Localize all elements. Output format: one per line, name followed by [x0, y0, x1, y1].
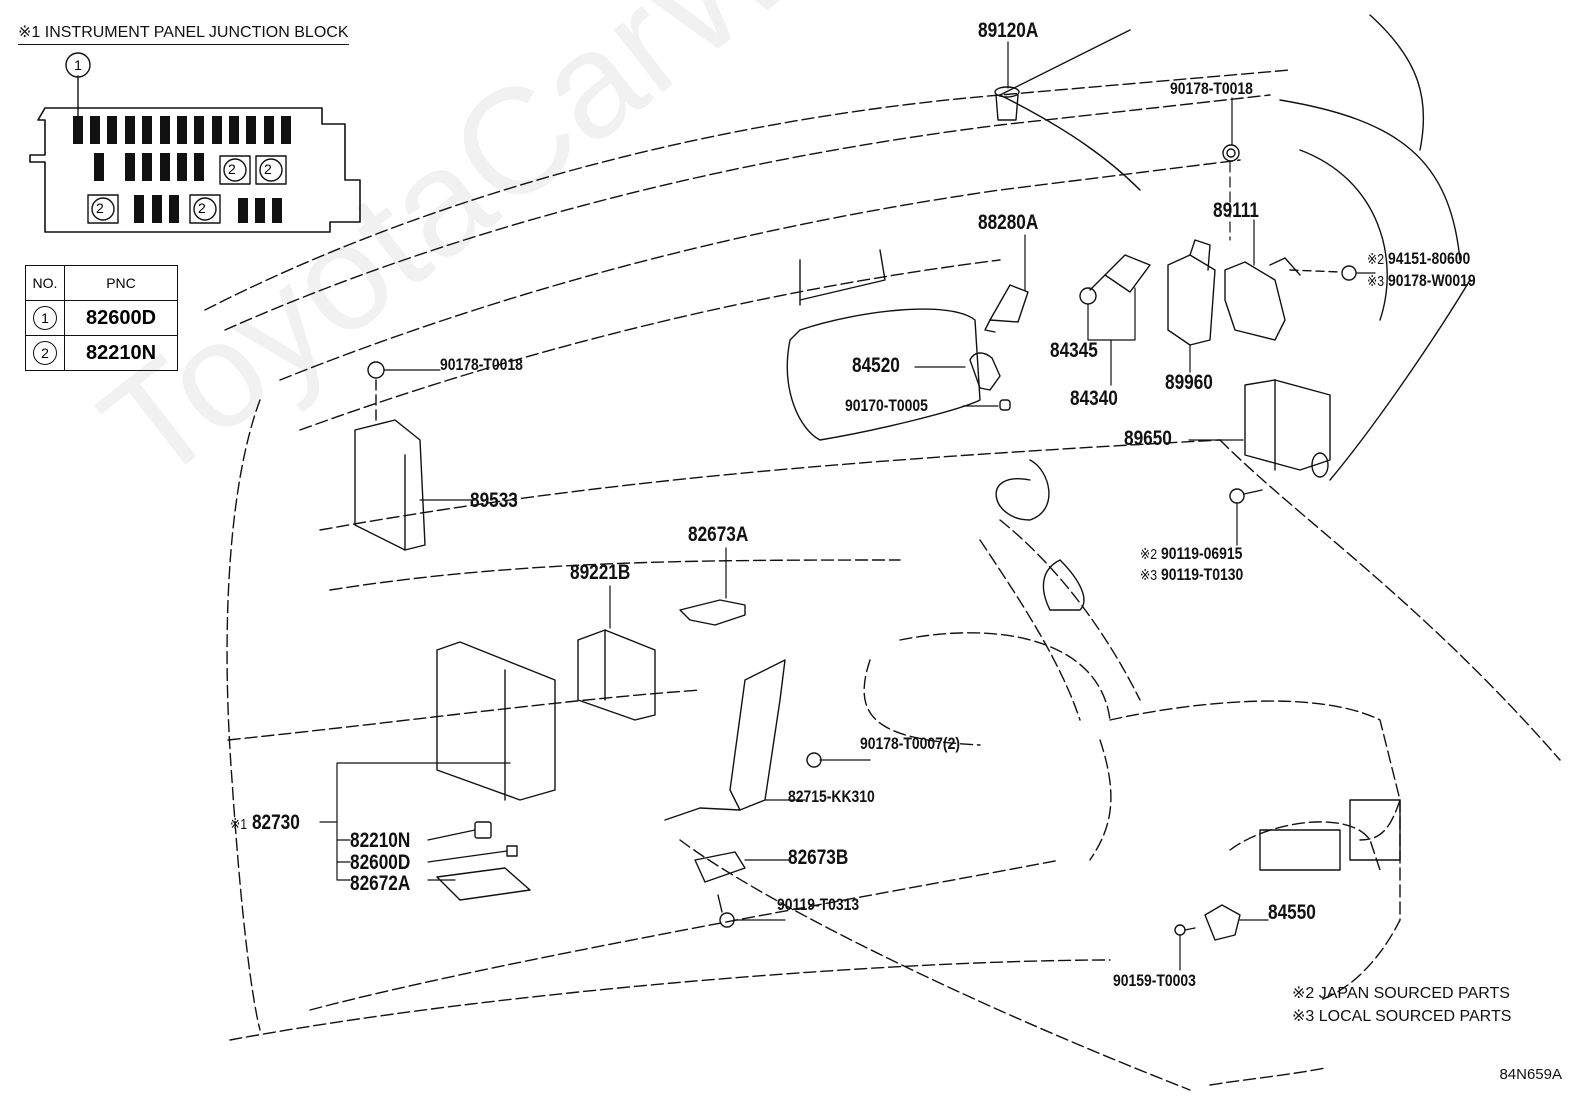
- row-pnc: 82210N: [64, 335, 178, 371]
- header-pnc: PNC: [64, 265, 178, 301]
- fuse-marker: 2: [96, 200, 104, 216]
- part-89960-module: [1167, 239, 1216, 346]
- part-89111-receiver: [1224, 257, 1301, 341]
- label-82673B[interactable]: 82673B: [788, 846, 849, 869]
- part-82673B-bracket: [694, 851, 746, 883]
- part-82715-KK310-pillar: [664, 659, 786, 821]
- label-90119-T0313[interactable]: 90119-T0313: [777, 895, 860, 914]
- part-88280A-switch: [984, 284, 1029, 333]
- label-84340[interactable]: 84340: [1070, 387, 1118, 410]
- part-82672A-cover: [436, 867, 531, 901]
- label-89120A[interactable]: 89120A: [978, 19, 1039, 42]
- note-mark-1: ※1: [230, 816, 248, 833]
- label-90178-T0018-left[interactable]: 90178-T0018: [440, 355, 523, 374]
- pnc-table-row: 1 82600D: [25, 300, 178, 336]
- note-mark-2: ※2: [1140, 546, 1158, 563]
- row-number: 2: [33, 341, 57, 365]
- note-mark-3: ※3: [1367, 273, 1385, 290]
- row-number: 1: [33, 306, 57, 330]
- label-84345[interactable]: 84345: [1050, 339, 1098, 362]
- label-82600D[interactable]: 82600D: [350, 851, 411, 874]
- label-89650[interactable]: 89650: [1124, 427, 1172, 450]
- label-82210N[interactable]: 82210N: [350, 829, 411, 852]
- note-mark-3: ※3: [1140, 567, 1158, 584]
- label-89221B[interactable]: 89221B: [570, 561, 631, 584]
- part-82730-junction-block: [436, 641, 556, 801]
- note-local-sourced: ※3 LOCAL SOURCED PARTS: [1292, 1008, 1512, 1025]
- label-90178-T0007[interactable]: 90178-T0007(2): [860, 734, 960, 753]
- part-84340-sensor: [1089, 254, 1151, 293]
- fuse-marker: 2: [228, 161, 236, 177]
- junction-block-fuses: [73, 116, 291, 223]
- leader-lines: [319, 41, 1376, 971]
- part-84520-sensor: [969, 352, 1001, 391]
- part-90119-bolt-89650: [1229, 488, 1263, 504]
- part-82210N-relay: [474, 821, 492, 839]
- fuse-marker: 2: [264, 161, 272, 177]
- label-82673A[interactable]: 82673A: [688, 523, 749, 546]
- row-pnc: 82600D: [64, 300, 178, 336]
- label-82730[interactable]: 82730: [251, 811, 300, 834]
- label-90119-06915[interactable]: 90119-06915: [1161, 544, 1243, 563]
- label-94151-80600[interactable]: 94151-80600: [1388, 249, 1471, 268]
- label-89960[interactable]: 89960: [1165, 371, 1213, 394]
- header-no: NO.: [25, 265, 65, 301]
- fuse-marker: 2: [198, 200, 206, 216]
- label-90178-W0019[interactable]: 90178-W0019: [1388, 271, 1476, 290]
- dashboard-outline: [204, 69, 1561, 1091]
- label-88280A[interactable]: 88280A: [978, 211, 1039, 234]
- part-90178-T0018-nut-left: [367, 361, 385, 421]
- label-90178-T0018-top[interactable]: 90178-T0018: [1170, 79, 1253, 98]
- label-82672A[interactable]: 82672A: [350, 872, 411, 895]
- pnc-table: NO. PNC 1 82600D 2 82210N: [25, 265, 178, 371]
- part-82673A-bracket: [679, 599, 746, 626]
- part-90170-T0005-nut: [999, 399, 1011, 411]
- part-90178-T0007-nut: [806, 752, 822, 768]
- label-84550[interactable]: 84550: [1268, 901, 1316, 924]
- part-89650-module: [1244, 379, 1331, 478]
- diagram-title: ※1 INSTRUMENT PANEL JUNCTION BLOCK: [18, 22, 349, 45]
- part-90159-T0003-screw: [1174, 924, 1196, 936]
- part-94151-nut: [1289, 265, 1357, 281]
- note-mark-2: ※2: [1367, 251, 1385, 268]
- pnc-table-header: NO. PNC: [25, 265, 178, 301]
- part-89120A-clip: [994, 86, 1020, 121]
- illustration-code: 84N659A: [1499, 1066, 1562, 1083]
- label-82715-KK310[interactable]: 82715-KK310: [788, 787, 875, 806]
- part-90178-T0018-nut-top: [1222, 144, 1240, 162]
- label-90170-T0005[interactable]: 90170-T0005: [845, 396, 928, 415]
- label-89111[interactable]: 89111: [1213, 199, 1259, 222]
- dashboard-solid-lines: [786, 14, 1471, 871]
- junction-block-callout: 1: [74, 57, 82, 73]
- label-90159-T0003[interactable]: 90159-T0003: [1113, 971, 1196, 990]
- part-82600D-fuse: [506, 845, 518, 857]
- junction-block-outline: [29, 52, 361, 233]
- part-84345-plug: [1079, 287, 1097, 305]
- part-89221B-module: [577, 629, 656, 721]
- pnc-table-row: 2 82210N: [25, 335, 178, 371]
- label-90119-T0130[interactable]: 90119-T0130: [1161, 565, 1244, 584]
- part-84550-sensor: [1204, 904, 1241, 941]
- label-89533[interactable]: 89533: [470, 489, 518, 512]
- part-89533-module: [354, 419, 426, 551]
- note-japan-sourced: ※2 JAPAN SOURCED PARTS: [1292, 985, 1510, 1002]
- junction-block-relay-boxes: [87, 155, 287, 224]
- label-84520[interactable]: 84520: [852, 354, 900, 377]
